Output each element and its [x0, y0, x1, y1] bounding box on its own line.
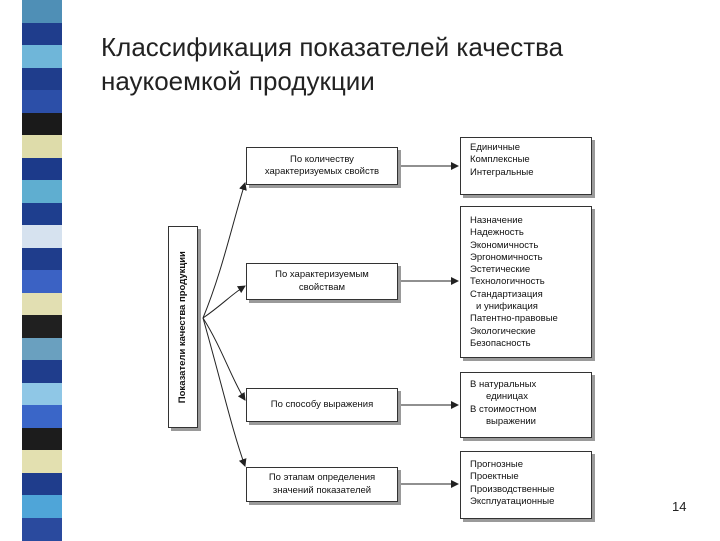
decorative-stripe [22, 202, 62, 226]
decorative-stripe [22, 495, 62, 518]
details-item: Безопасность [470, 337, 531, 349]
details-box: В натуральных единицах В стоимостном выр… [460, 372, 592, 438]
details-box: Назначение Надежность Экономичность Эрго… [460, 206, 592, 358]
category-label: характеризуемых свойств [264, 166, 380, 177]
details-item: единицах [486, 391, 528, 403]
details-item: Эстетические [470, 264, 531, 276]
details-item: Стандартизация [470, 288, 543, 300]
page-number: 14 [672, 499, 687, 514]
category-label: По характеризуемым [275, 269, 369, 281]
decorative-stripe [22, 427, 62, 451]
decorative-stripe [22, 67, 62, 91]
category-box: По характеризуемым свойствам [246, 263, 398, 300]
decorative-stripe [22, 360, 62, 383]
decorative-stripe [22, 135, 62, 158]
slide-title-line: наукоемкой продукции [101, 66, 375, 96]
decorative-stripe [22, 405, 62, 428]
details-item: Надежность [470, 227, 524, 239]
details-item: Прогнозные [470, 459, 523, 470]
details-item: Производственные [470, 483, 555, 495]
details-item: Технологичность [470, 276, 545, 288]
decorative-stripe [22, 517, 62, 541]
decorative-stripe [22, 225, 62, 248]
details-item: Патентно-правовые [470, 313, 558, 325]
details-item: Эргономичность [470, 251, 543, 263]
decorative-stripe [22, 337, 62, 361]
decorative-stripe [22, 90, 62, 113]
root-label: Показатели качества продукции [176, 250, 188, 404]
connector-root-to-category-3 [202, 317, 246, 401]
category-label: По количеству [290, 153, 354, 165]
details-item: Экологические [470, 325, 536, 337]
category-box: По способу выражения [246, 388, 398, 422]
category-label: значений показателей [272, 484, 372, 496]
details-item: Комплексные [470, 154, 530, 166]
details-item: В натуральных [470, 379, 537, 390]
decorative-stripe [22, 112, 62, 136]
category-label: По этапам определения [268, 472, 376, 484]
category-box: По этапам определения значений показател… [246, 467, 398, 502]
root-box: Показатели качества продукции [168, 226, 198, 428]
category-box: По количеству характеризуемых свойств [246, 147, 398, 185]
decorative-stripe [22, 180, 62, 203]
connector-root-to-category-2 [202, 285, 246, 319]
details-item: выражении [486, 415, 536, 427]
details-item: Единичные [470, 142, 521, 153]
decorative-stripe [22, 0, 62, 23]
decorative-stripe-bar [22, 0, 62, 541]
decorative-stripe [22, 247, 62, 271]
decorative-stripe [22, 450, 62, 473]
details-item: Проектные [470, 471, 519, 483]
details-item: Экономичность [470, 239, 539, 251]
details-box: Единичные Комплексные Интегральные [460, 137, 592, 195]
category-label: свойствам [298, 281, 346, 293]
decorative-stripe [22, 45, 62, 68]
decorative-stripe [22, 22, 62, 46]
details-item: и унификация [476, 301, 538, 313]
details-item: Интегральные [470, 166, 534, 178]
decorative-stripe [22, 382, 62, 406]
decorative-stripe [22, 270, 62, 293]
slide-title: Классификация показателей качества науко… [101, 30, 661, 98]
connector-root-to-category-1 [202, 182, 247, 319]
decorative-stripe [22, 292, 62, 316]
details-item: Эксплуатационные [470, 495, 555, 507]
decorative-stripe [22, 157, 62, 181]
details-box: Прогнозные Проектные Производственные Эк… [460, 451, 592, 519]
details-item: Назначение [470, 215, 523, 226]
details-item: В стоимостном [470, 403, 537, 415]
decorative-stripe [22, 472, 62, 496]
slide-title-line: Классификация показателей качества [101, 32, 564, 62]
category-label: По способу выражения [270, 398, 374, 410]
connector-root-to-category-4 [202, 317, 247, 467]
decorative-stripe [22, 315, 62, 338]
